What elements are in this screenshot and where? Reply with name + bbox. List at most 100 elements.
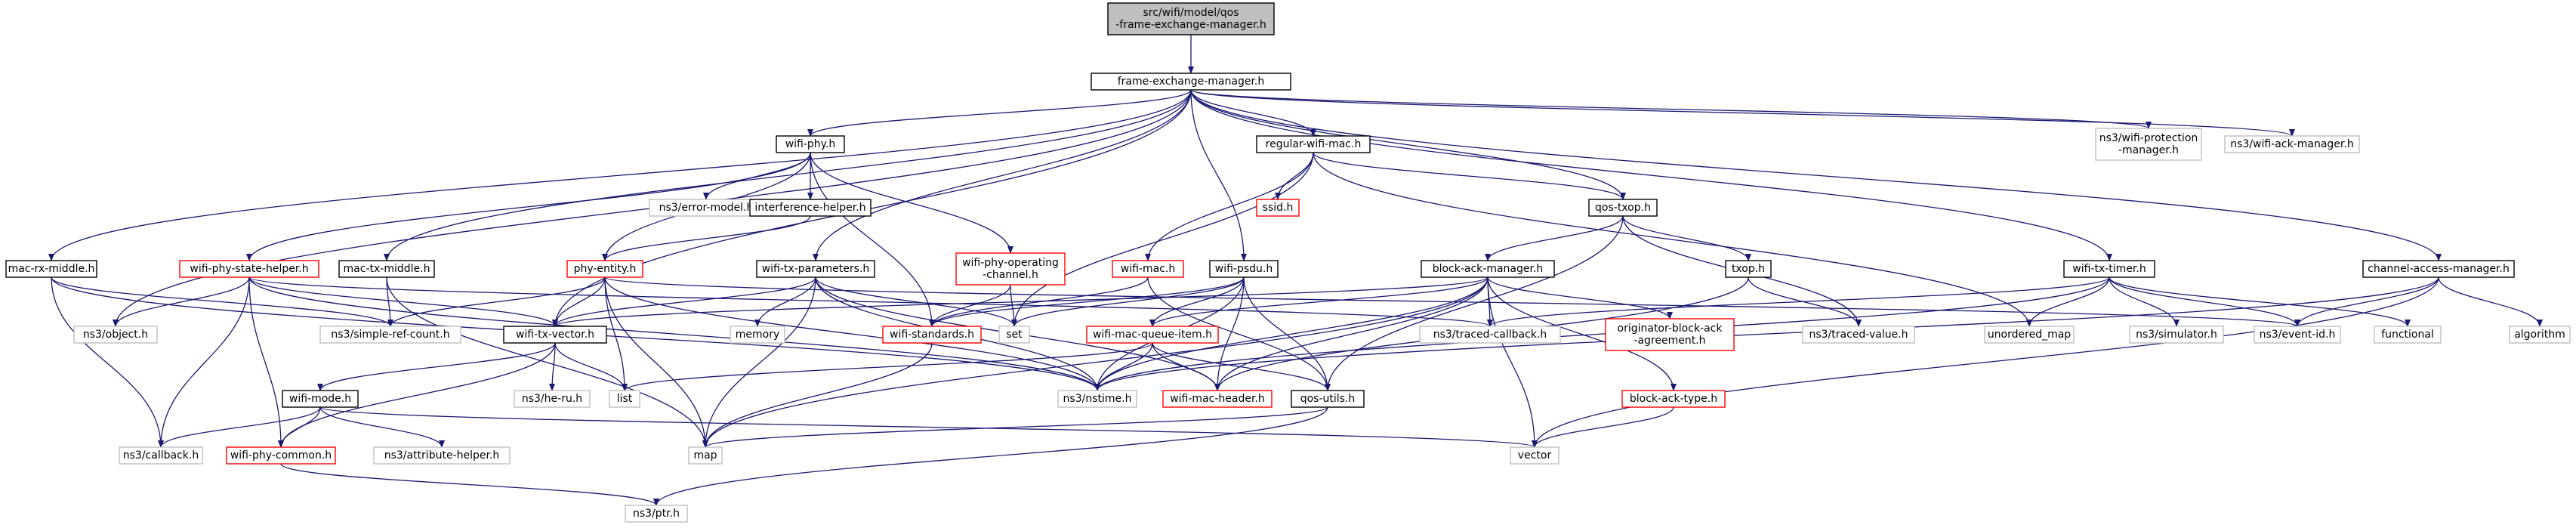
edge-fem-to-regular-wifi-mac bbox=[1190, 89, 1316, 137]
node-interference-helper[interactable]: interference-helper.h bbox=[749, 199, 872, 217]
node-phy-entity[interactable]: phy-entity.h bbox=[566, 260, 643, 278]
node-label: -manager.h bbox=[2118, 144, 2179, 156]
edge-fem-to-wifi-psdu bbox=[1190, 89, 1247, 261]
node-wifi-mac[interactable]: wifi-mac.h bbox=[1112, 260, 1184, 278]
node-label: set bbox=[1006, 329, 1023, 341]
node-mac-tx-middle[interactable]: mac-tx-middle.h bbox=[338, 260, 435, 278]
edge-fem-to-wifi-tx-parameters bbox=[813, 89, 1192, 261]
node-label: ns3/wifi-ack-manager.h bbox=[2230, 138, 2353, 150]
node-box bbox=[688, 446, 723, 465]
node-wifi-tx-parameters[interactable]: wifi-tx-parameters.h bbox=[756, 260, 875, 278]
node-wifi-mode[interactable]: wifi-mode.h bbox=[282, 390, 359, 408]
node-label: ns3/nstime.h bbox=[1063, 393, 1132, 405]
node-mac-rx-middle[interactable]: mac-rx-middle.h bbox=[5, 260, 97, 278]
edge-fem-to-mac-tx-middle bbox=[384, 89, 1192, 261]
edge-qos-txop-to-block-ack-manager bbox=[1485, 215, 1624, 261]
edge-wifi-tx-timer-to-ns3-event-id bbox=[2109, 276, 2300, 327]
edge-block-ack-manager-to-vector bbox=[1487, 276, 1538, 448]
node-box bbox=[1086, 326, 1219, 344]
edge-fem-to-ns3-wifi-protection bbox=[1190, 89, 2152, 129]
node-ns3-wifi-protection: ns3/wifi-protection-manager.h bbox=[2095, 128, 2202, 161]
node-label: wifi-tx-vector.h bbox=[516, 329, 594, 341]
node-wifi-phy-operating-channel[interactable]: wifi-phy-operating-channel.h bbox=[955, 252, 1066, 286]
node-fem[interactable]: frame-exchange-manager.h bbox=[1091, 73, 1291, 91]
node-wifi-mac-queue-item[interactable]: wifi-mac-queue-item.h bbox=[1086, 326, 1219, 344]
node-label: wifi-tx-timer.h bbox=[2072, 263, 2146, 275]
node-wifi-phy[interactable]: wifi-phy.h bbox=[776, 135, 845, 153]
node-label: wifi-mac-header.h bbox=[1170, 393, 1265, 405]
edge-wifi-mac-queue-item-to-qos-utils bbox=[1152, 342, 1331, 391]
node-label: wifi-mac.h bbox=[1121, 263, 1175, 275]
node-label: wifi-phy-common.h bbox=[230, 449, 332, 462]
node-box bbox=[998, 326, 1030, 344]
node-root[interactable]: src/wifi/model/qos-frame-exchange-manage… bbox=[1107, 2, 1275, 36]
node-qos-txop[interactable]: qos-txop.h bbox=[1588, 199, 1658, 217]
node-wifi-standards[interactable]: wifi-standards.h bbox=[882, 326, 982, 344]
node-label: qos-utils.h bbox=[1300, 393, 1356, 405]
node-label: -agreement.h bbox=[1634, 335, 1705, 347]
node-box bbox=[625, 505, 688, 523]
edge-block-ack-manager-to-map bbox=[702, 276, 1489, 448]
edge-block-ack-manager-to-wifi-mac-queue-item bbox=[1149, 276, 1489, 327]
node-wifi-tx-timer[interactable]: wifi-tx-timer.h bbox=[2063, 260, 2155, 278]
edge-interference-helper-to-phy-entity bbox=[602, 215, 811, 261]
edge-wifi-phy-state-helper-to-wifi-tx-vector bbox=[248, 276, 558, 327]
edge-wifi-phy-state-helper-to-ns3-nstime bbox=[248, 276, 1100, 391]
node-ns3-event-id: ns3/event-id.h bbox=[2254, 326, 2341, 344]
node-box bbox=[1419, 326, 1561, 344]
edge-block-ack-manager-to-wifi-mac-header bbox=[1214, 276, 1489, 391]
node-qos-utils[interactable]: qos-utils.h bbox=[1291, 390, 1365, 408]
node-label: wifi-phy.h bbox=[785, 138, 836, 150]
edge-wifi-mac-to-wifi-standards bbox=[929, 276, 1149, 327]
node-wifi-psdu[interactable]: wifi-psdu.h bbox=[1209, 260, 1279, 278]
node-label: -frame-exchange-manager.h bbox=[1115, 19, 1266, 31]
node-box bbox=[882, 326, 982, 344]
edge-regular-wifi-mac-to-set bbox=[1011, 152, 1314, 327]
node-box bbox=[2095, 128, 2202, 161]
node-wifi-tx-vector[interactable]: wifi-tx-vector.h bbox=[503, 326, 607, 344]
node-list: list bbox=[609, 390, 640, 408]
node-map: map bbox=[688, 446, 723, 465]
node-label: ns3/object.h bbox=[83, 329, 148, 341]
node-channel-access[interactable]: channel-access-manager.h bbox=[2362, 260, 2515, 278]
node-box bbox=[514, 390, 591, 408]
edge-block-ack-manager-to-ns3-nstime bbox=[1094, 276, 1489, 391]
edge-phy-entity-to-map bbox=[604, 276, 708, 448]
node-box bbox=[1605, 318, 1735, 351]
node-wifi-phy-common[interactable]: wifi-phy-common.h bbox=[226, 446, 336, 465]
node-label: channel-access-manager.h bbox=[2368, 263, 2510, 275]
edge-phy-entity-to-ns3-event-id bbox=[604, 276, 2300, 327]
node-wifi-phy-state-helper[interactable]: wifi-phy-state-helper.h bbox=[179, 260, 319, 278]
edge-wifi-psdu-to-set bbox=[1011, 276, 1245, 327]
edge-qos-txop-to-txop bbox=[1622, 215, 1751, 261]
node-txop[interactable]: txop.h bbox=[1725, 260, 1772, 278]
node-ns3-attribute-helper: ns3/attribute-helper.h bbox=[373, 446, 511, 465]
edge-wifi-psdu-to-wifi-mac-queue-item bbox=[1149, 276, 1245, 327]
edge-txop-to-ns3-traced-value bbox=[1748, 276, 1862, 327]
node-label: memory bbox=[736, 329, 780, 341]
edge-wifi-phy-state-helper-to-ns3-object bbox=[113, 276, 250, 327]
node-block-ack-manager[interactable]: block-ack-manager.h bbox=[1421, 260, 1555, 278]
node-ns3-callback: ns3/callback.h bbox=[119, 446, 203, 465]
node-label: block-ack-type.h bbox=[1630, 393, 1717, 405]
edge-wifi-mode-to-ns3-callback bbox=[158, 406, 321, 448]
edge-wifi-mac-queue-item-to-list bbox=[622, 342, 1153, 391]
node-box bbox=[1057, 390, 1137, 408]
edge-fem-to-qos-txop bbox=[1190, 89, 1626, 200]
node-originator-block-ack[interactable]: originator-block-ack-agreement.h bbox=[1605, 318, 1735, 351]
node-box bbox=[2254, 326, 2341, 344]
node-box bbox=[749, 199, 872, 217]
node-label: ns3/wifi-protection bbox=[2099, 132, 2198, 144]
edge-block-ack-manager-to-block-ack-type bbox=[1487, 276, 1677, 391]
node-box bbox=[1621, 390, 1726, 408]
node-block-ack-type[interactable]: block-ack-type.h bbox=[1621, 390, 1726, 408]
edge-channel-access-to-algorithm bbox=[2438, 276, 2543, 327]
node-ns3-ptr: ns3/ptr.h bbox=[625, 505, 688, 523]
node-wifi-mac-header[interactable]: wifi-mac-header.h bbox=[1162, 390, 1273, 408]
node-label: mac-rx-middle.h bbox=[8, 263, 95, 275]
node-ssid[interactable]: ssid.h bbox=[1256, 199, 1300, 217]
node-regular-wifi-mac[interactable]: regular-wifi-mac.h bbox=[1256, 135, 1371, 153]
node-label: vector bbox=[1518, 449, 1552, 462]
nodes-layer: src/wifi/model/qos-frame-exchange-manage… bbox=[5, 2, 2571, 523]
